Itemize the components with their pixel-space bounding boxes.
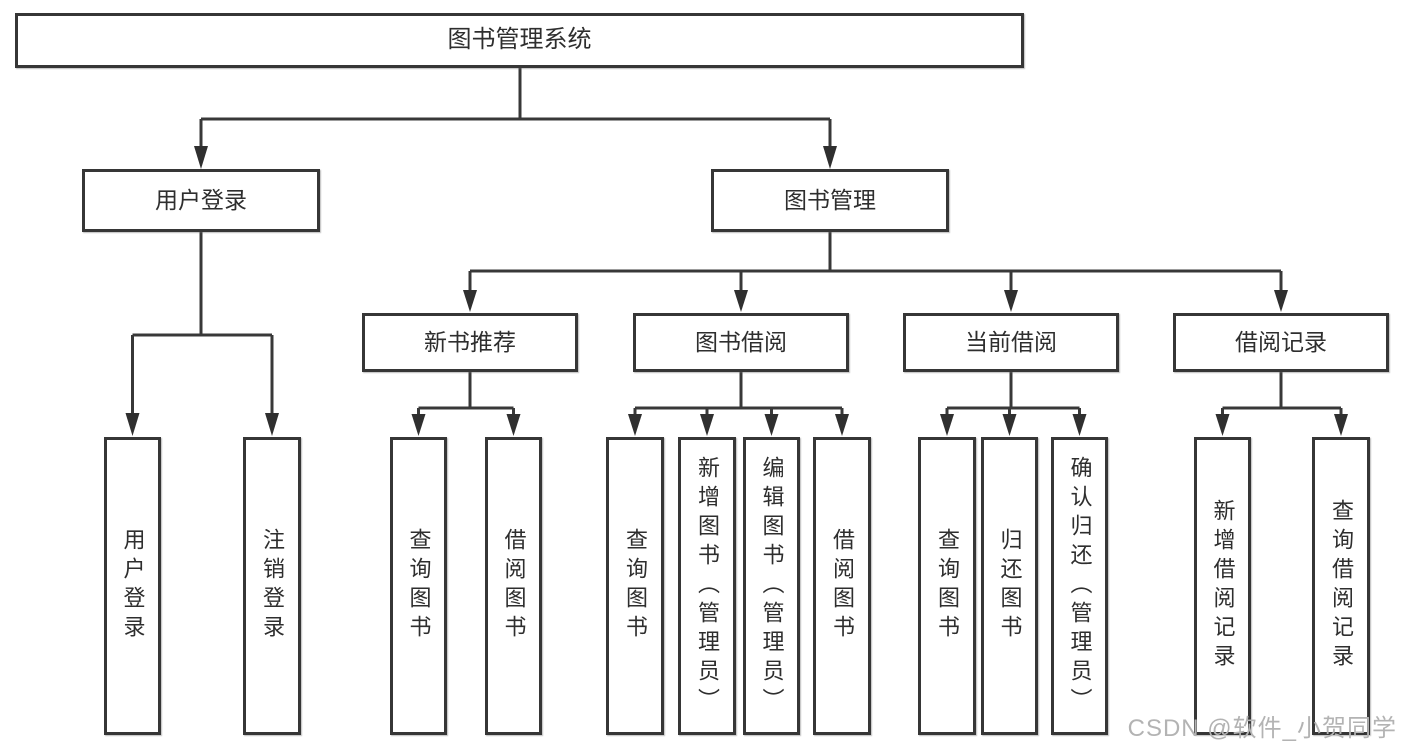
leaf-user-login: 用户登录 (104, 437, 161, 735)
node-label: 借阅图书 (830, 528, 855, 644)
edge-root-to-level1 (194, 65, 837, 169)
leaf-query-books-2: 查询图书 (606, 437, 664, 735)
edge-book-borrow-branch (628, 371, 849, 436)
node-label: 图书借阅 (695, 328, 787, 355)
leaf-query-borrow-record: 查询借阅记录 (1312, 437, 1370, 735)
leaf-add-books-admin: 新增图书（管理员） (678, 437, 736, 735)
node-label: 新增借阅记录 (1210, 499, 1236, 673)
leaf-borrow-books-1: 借阅图书 (485, 437, 542, 735)
node-label: 用户登录 (155, 186, 247, 213)
edge-current-borrow-branch (940, 371, 1087, 436)
leaf-confirm-return-admin: 确认归还（管理员） (1051, 437, 1108, 735)
node-label: 查询图书 (623, 528, 648, 644)
node-current-borrow: 当前借阅 (903, 313, 1119, 372)
leaf-query-books-1: 查询图书 (390, 437, 447, 735)
edge-borrow-record-branch (1215, 371, 1348, 436)
node-label: 编辑图书（管理员） (759, 455, 785, 717)
node-label: 当前借阅 (965, 328, 1057, 355)
node-book-management-module: 图书管理 (711, 169, 949, 232)
leaf-edit-books-admin: 编辑图书（管理员） (743, 437, 800, 735)
node-label: 新书推荐 (424, 328, 516, 355)
leaf-return-books: 归还图书 (981, 437, 1038, 735)
node-label: 借阅记录 (1235, 328, 1327, 355)
csdn-watermark: CSDN @软件_小贺同学 (1127, 715, 1397, 742)
node-label: 新增图书（管理员） (695, 455, 720, 717)
node-library-management-system: 图书管理系统 (15, 13, 1024, 68)
node-label: 注销登录 (260, 528, 285, 644)
leaf-borrow-books-2: 借阅图书 (813, 437, 871, 735)
node-label: 查询图书 (406, 528, 432, 644)
node-label: 归还图书 (997, 528, 1023, 644)
edge-new-book-recommend-branch (411, 371, 521, 436)
node-label: 确认归还（管理员） (1067, 455, 1093, 717)
node-label: 借阅图书 (501, 528, 527, 644)
leaf-add-borrow-record: 新增借阅记录 (1194, 437, 1251, 735)
node-user-login-module: 用户登录 (82, 169, 320, 232)
node-book-borrow: 图书借阅 (633, 313, 849, 372)
node-label: 图书管理 (784, 186, 876, 213)
leaf-query-books-3: 查询图书 (918, 437, 976, 735)
node-label: 查询借阅记录 (1329, 499, 1354, 673)
node-new-book-recommend: 新书推荐 (362, 313, 578, 372)
edge-user-login-branch (125, 231, 279, 436)
edge-book-management-branch (463, 231, 1288, 312)
node-label: 图书管理系统 (447, 26, 592, 54)
node-label: 查询图书 (935, 528, 960, 644)
node-borrow-record: 借阅记录 (1173, 313, 1389, 372)
leaf-logout: 注销登录 (243, 437, 301, 735)
node-label: 用户登录 (120, 528, 146, 644)
